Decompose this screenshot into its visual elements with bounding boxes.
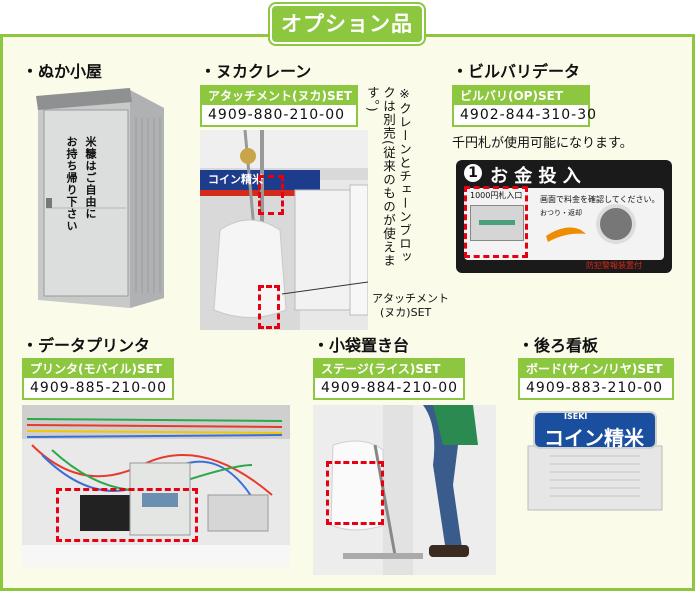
panel-warning: 防犯警報装置付	[586, 261, 642, 270]
section-title-sign: ・後ろ看板	[518, 336, 599, 355]
bag-set-label: ステージ(ライス)SET	[315, 360, 463, 378]
section-title-bill: ・ビルバリデータ	[452, 62, 581, 81]
return-lever-icon	[546, 227, 586, 242]
bill-highlight	[464, 186, 528, 258]
panel-instruction: 画面で料金を確認してください。	[540, 195, 660, 204]
printer-code: 4909-885-210-00	[30, 380, 168, 396]
bill-slot	[470, 205, 524, 241]
printer-set-box: プリンタ(モバイル)SET 4909-885-210-00	[22, 358, 174, 400]
bag-set-box: ステージ(ライス)SET 4909-884-210-00	[313, 358, 465, 400]
crane-photo: コイン精米	[200, 130, 368, 330]
door-sign-line2: お持ち帰り下さい	[65, 136, 78, 232]
printer-highlight	[56, 488, 198, 542]
crane-note: ※クレーンとチェーンブロックは別売(従来のものが使えます。)	[365, 86, 412, 268]
section-title-printer: ・データプリンタ	[22, 336, 151, 355]
bag-stand-photo	[313, 405, 496, 575]
panel-step-number: 1	[464, 164, 482, 182]
section-title-nuka: ・ぬか小屋	[22, 62, 103, 81]
sign-set-box: ボード(サイン/リヤ)SET 4909-883-210-00	[518, 358, 674, 400]
coin-slot-icon	[596, 204, 636, 244]
page-banner: オプション品	[270, 4, 424, 44]
printer-photo	[22, 405, 290, 567]
bill-validator-panel: 1 お 金 投 入 1000円札入口 画面で料金を確認してください。 おつり・返…	[456, 160, 672, 273]
crane-set-box: アタッチメント(ヌカ)SET 4909-880-210-00	[200, 85, 358, 127]
section-title-bag: ・小袋置き台	[313, 336, 410, 355]
sign-board-text: コイン精米	[544, 426, 644, 450]
crane-callout-line1: アタッチメント	[372, 292, 449, 305]
bill-code: 4902-844-310-30	[460, 107, 598, 123]
section-title-crane: ・ヌカクレーン	[200, 62, 312, 81]
crane-set-label: アタッチメント(ヌカ)SET	[202, 87, 356, 105]
sign-code: 4909-883-210-00	[526, 380, 664, 396]
crane-highlight-bottom	[258, 285, 280, 329]
crane-sign-text: コイン精米	[208, 173, 263, 186]
nuka-shed-photo: 米糠はご自由に お持ち帰り下さい	[30, 88, 165, 310]
bill-description: 千円札が使用可能になります。	[452, 136, 633, 151]
bill-set-label: ビルバリ(OP)SET	[454, 87, 588, 105]
sign-set-label: ボード(サイン/リヤ)SET	[520, 360, 672, 378]
printer-set-label: プリンタ(モバイル)SET	[24, 360, 172, 378]
door-sign-line1: 米糠はご自由に	[84, 136, 97, 220]
bill-set-box: ビルバリ(OP)SET 4902-844-310-30	[452, 85, 598, 127]
change-return-label: おつり・返却	[540, 209, 582, 217]
bill-slot-label: 1000円札入口	[470, 191, 523, 200]
bag-code: 4909-884-210-00	[321, 380, 459, 396]
crane-code: 4909-880-210-00	[208, 107, 346, 123]
crane-callout-line2: (ヌカ)SET	[380, 306, 432, 319]
panel-title: お 金 投 入	[490, 166, 581, 187]
bag-stand-highlight	[326, 461, 384, 525]
crane-highlight-top	[258, 175, 284, 215]
sign-brand: ISEKI	[564, 412, 588, 421]
rear-sign-photo: ISEKI コイン精米	[520, 408, 670, 512]
